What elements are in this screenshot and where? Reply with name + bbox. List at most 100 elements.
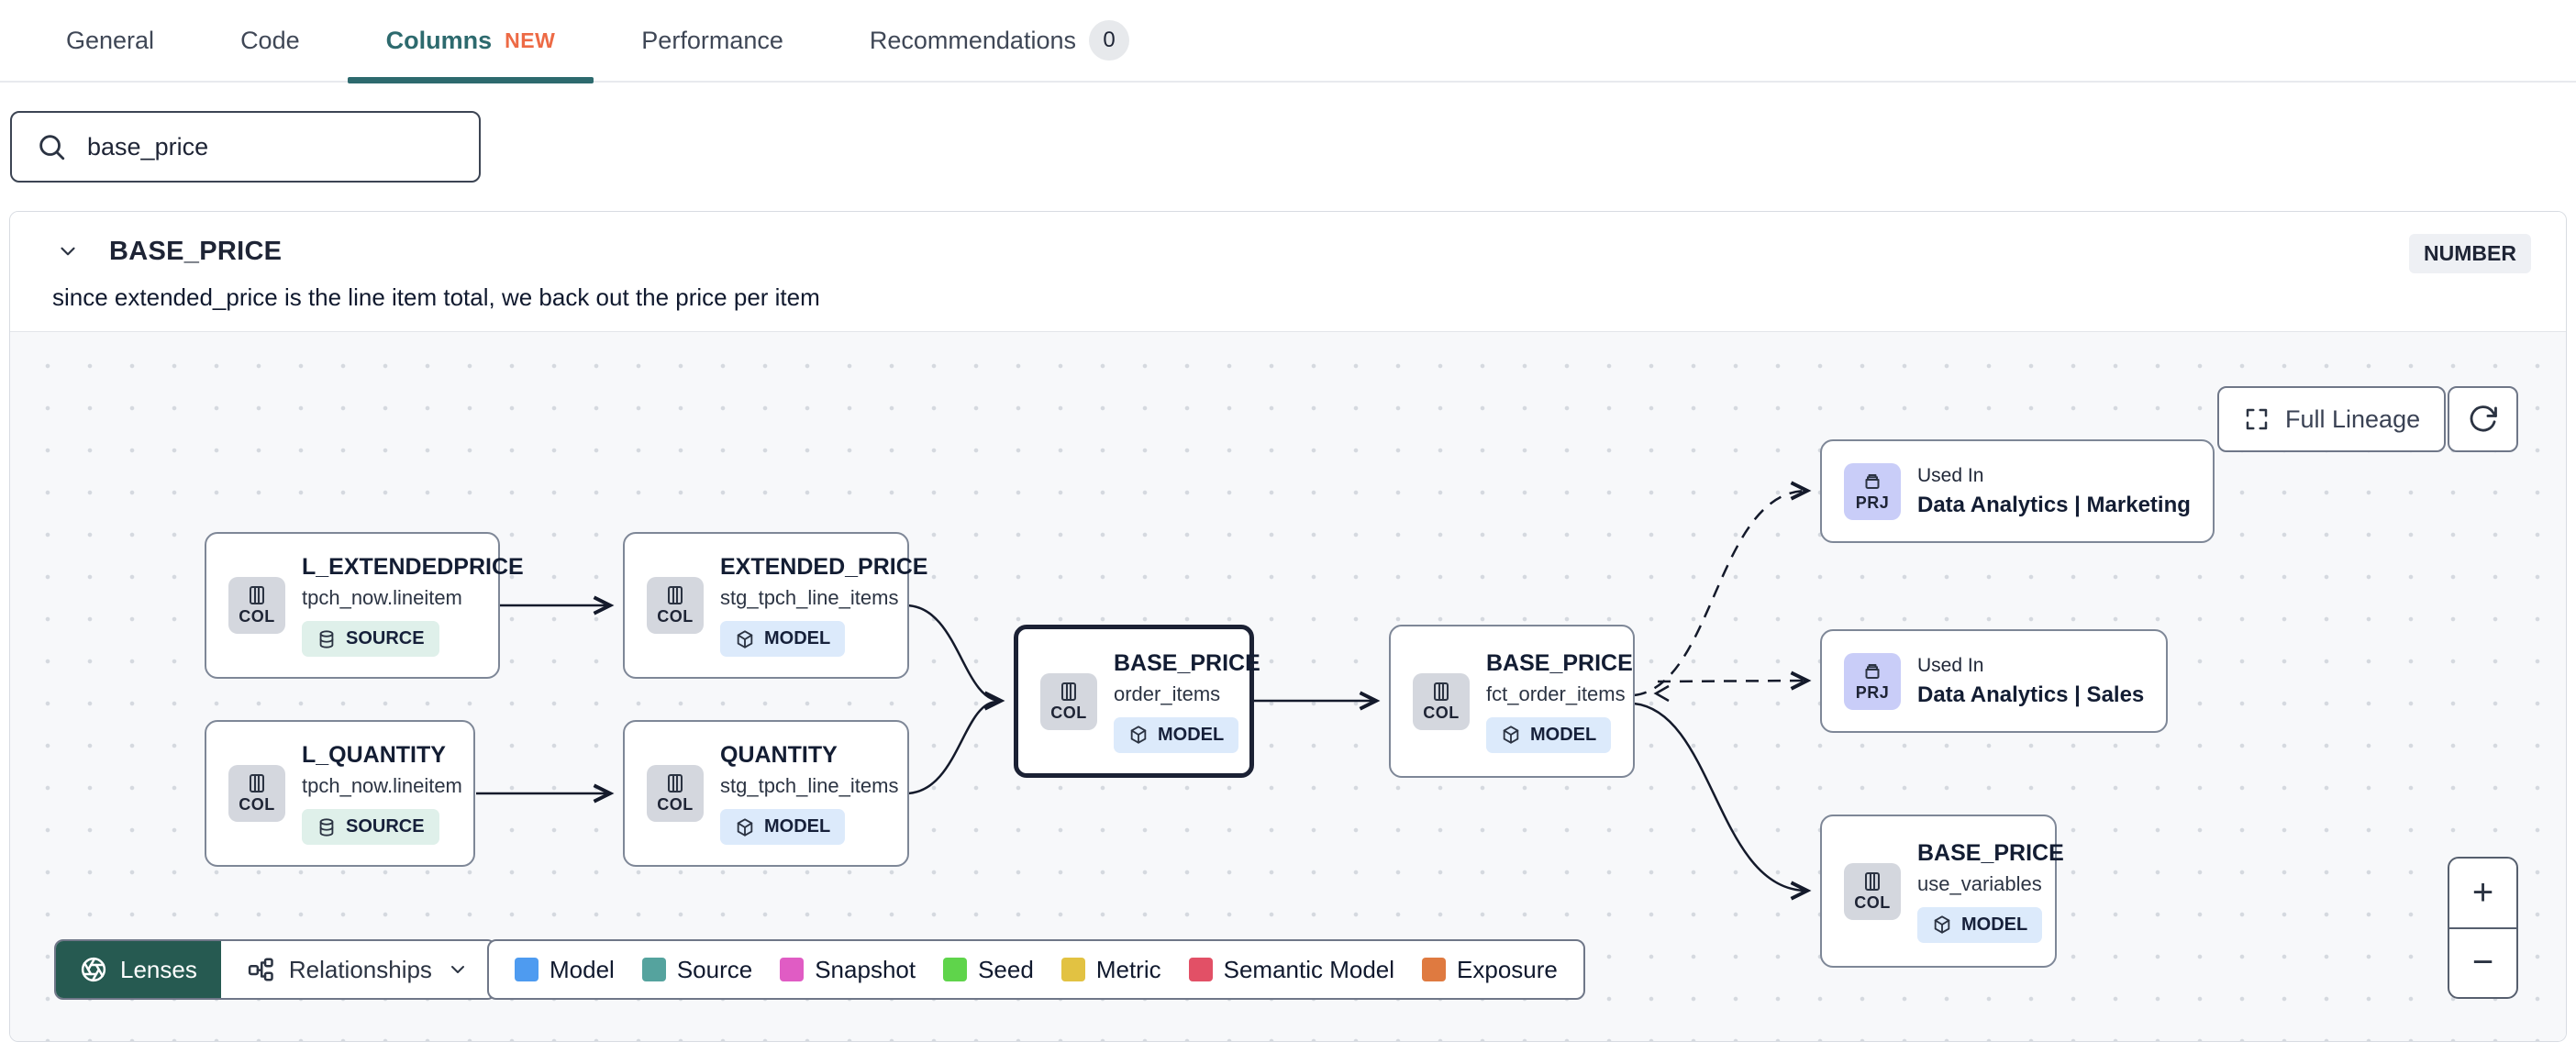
legend-swatch xyxy=(780,958,805,981)
chip-label: COL xyxy=(239,607,275,626)
lenses-label: Lenses xyxy=(120,955,197,983)
legend-swatch xyxy=(943,958,968,981)
refresh-button[interactable] xyxy=(2448,386,2518,452)
node-subtitle: tpch_now.lineitem xyxy=(302,774,462,797)
legend-swatch xyxy=(641,958,666,981)
column-chip: COL xyxy=(1844,862,1901,920)
aperture-icon xyxy=(81,957,106,982)
node-title: QUANTITY xyxy=(720,742,838,768)
legend-item-exposure: Exposure xyxy=(1422,956,1558,984)
resource-legend: Model Source Snapshot Seed Metric Semant… xyxy=(487,939,1585,1000)
columns-icon xyxy=(1865,871,1880,891)
lineage-node-used-in-sales[interactable]: PRJ Used In Data Analytics | Sales xyxy=(1820,629,2169,733)
tab-label: Performance xyxy=(641,26,783,54)
node-subtitle: stg_tpch_line_items xyxy=(720,774,899,797)
node-subtitle: fct_order_items xyxy=(1486,682,1626,705)
columns-icon xyxy=(668,586,683,604)
tab-bar: General Code Columns NEW Performance Rec… xyxy=(0,0,2576,83)
tab-columns[interactable]: Columns NEW xyxy=(347,0,594,83)
legend-item-model: Model xyxy=(515,956,615,984)
lineage-node-base-price-order-items[interactable]: COL BASE_PRICE order_items MODEL xyxy=(1014,625,1260,778)
cube-icon xyxy=(737,629,753,648)
tab-label: General xyxy=(66,26,155,54)
badge-label: MODEL xyxy=(764,816,831,837)
chip-label: COL xyxy=(657,795,694,814)
database-icon xyxy=(319,629,334,648)
column-type-badge: NUMBER xyxy=(2409,234,2531,273)
chevron-down-icon xyxy=(450,966,464,973)
collapse-button[interactable] xyxy=(52,236,83,267)
resource-type-badge: MODEL xyxy=(1486,716,1612,753)
resource-type-badge: SOURCE xyxy=(302,809,439,845)
zoom-in-button[interactable]: + xyxy=(2471,871,2494,913)
lineage-node-quantity[interactable]: COL QUANTITY stg_tpch_line_items MODEL xyxy=(623,720,909,867)
column-search xyxy=(10,111,481,183)
cube-icon xyxy=(1934,915,1950,934)
column-chip: COL xyxy=(228,577,285,634)
column-chip: COL xyxy=(1413,672,1470,730)
full-lineage-label: Full Lineage xyxy=(2285,405,2421,433)
legend-swatch xyxy=(1060,958,1085,981)
relationships-label: Relationships xyxy=(288,955,432,983)
chip-label: COL xyxy=(1050,703,1087,722)
lineage-node-l-quantity[interactable]: COL L_QUANTITY tpch_now.lineitem SOURCE xyxy=(205,720,475,867)
node-title: EXTENDED_PRICE xyxy=(720,554,928,580)
columns-icon xyxy=(668,774,683,793)
tab-general[interactable]: General xyxy=(28,0,193,82)
resource-type-badge: MODEL xyxy=(720,809,846,845)
resource-type-badge: SOURCE xyxy=(302,621,439,657)
badge-label: MODEL xyxy=(764,628,831,648)
column-chip: COL xyxy=(228,765,285,822)
columns-icon xyxy=(250,774,264,793)
column-chip: COL xyxy=(1040,672,1097,730)
legend-item-metric: Metric xyxy=(1060,956,1161,984)
resource-type-badge: MODEL xyxy=(1917,906,2043,943)
database-icon xyxy=(319,817,334,837)
legend-swatch xyxy=(1188,958,1213,981)
resource-type-badge: MODEL xyxy=(1114,716,1239,753)
node-title: BASE_PRICE xyxy=(1486,649,1633,676)
badge-label: MODEL xyxy=(1530,724,1597,745)
cube-icon xyxy=(1503,726,1519,744)
badge-label: MODEL xyxy=(1961,914,2028,935)
node-subtitle: stg_tpch_line_items xyxy=(720,586,899,609)
legend-item-snapshot: Snapshot xyxy=(780,956,916,984)
resource-type-badge: MODEL xyxy=(720,621,846,657)
column-name: BASE_PRICE xyxy=(109,236,283,266)
refresh-icon xyxy=(2470,405,2497,432)
badge-label: SOURCE xyxy=(346,628,425,648)
chip-label: PRJ xyxy=(1855,682,1890,702)
full-lineage-button[interactable]: Full Lineage xyxy=(2217,386,2447,452)
lineage-node-used-in-marketing[interactable]: PRJ Used In Data Analytics | Marketing xyxy=(1820,439,2215,543)
node-subtitle: Data Analytics | Marketing xyxy=(1917,492,2191,517)
chip-label: COL xyxy=(657,607,694,626)
relationships-dropdown[interactable]: Relationships xyxy=(220,941,494,998)
lineage-node-base-price-use-variables[interactable]: COL BASE_PRICE use_variables MODEL xyxy=(1820,815,2064,968)
search-input[interactable] xyxy=(87,132,455,161)
node-title: L_EXTENDEDPRICE xyxy=(302,554,524,580)
lineage-node-extended-price[interactable]: COL EXTENDED_PRICE stg_tpch_line_items M… xyxy=(623,532,927,679)
chip-label: COL xyxy=(1423,703,1460,722)
node-subtitle: tpch_now.lineitem xyxy=(302,586,462,609)
tab-recommendations[interactable]: Recommendations 0 xyxy=(831,0,1168,82)
legend-swatch xyxy=(515,958,539,981)
lineage-canvas[interactable]: COL L_EXTENDEDPRICE tpch_now.lineitem SO… xyxy=(10,331,2566,1041)
node-subtitle: order_items xyxy=(1114,682,1221,705)
lineage-node-l-extendedprice[interactable]: COL L_EXTENDEDPRICE tpch_now.lineitem SO… xyxy=(205,532,524,679)
archive-icon xyxy=(1865,473,1880,489)
tab-label: Columns xyxy=(385,26,493,54)
lineage-node-base-price-fct-order-items[interactable]: COL BASE_PRICE fct_order_items MODEL xyxy=(1389,625,1635,778)
tab-code[interactable]: Code xyxy=(202,0,339,82)
zoom-out-button[interactable]: − xyxy=(2449,926,2516,998)
chip-label: PRJ xyxy=(1855,493,1890,512)
lenses-button[interactable]: Lenses xyxy=(56,941,221,998)
badge-label: MODEL xyxy=(1158,724,1225,745)
cube-icon xyxy=(737,817,753,837)
chip-label: COL xyxy=(1854,892,1891,912)
column-chip: COL xyxy=(647,577,704,634)
tab-label: Code xyxy=(240,26,300,54)
node-title: Used In xyxy=(1917,464,1984,486)
tab-performance[interactable]: Performance xyxy=(603,0,822,82)
tab-label: Recommendations xyxy=(869,26,1076,54)
